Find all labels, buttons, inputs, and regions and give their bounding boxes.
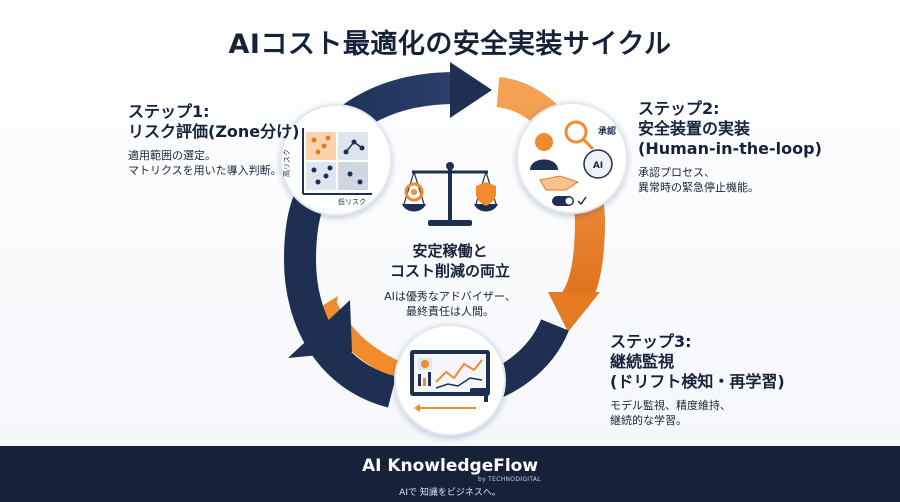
footer-by-line: by TECHNODIGITAL bbox=[478, 476, 541, 483]
step3-heading-line1: ステップ3: bbox=[610, 332, 692, 351]
step2-block: ステップ2: 安全装置の実装 (Human-in-the-loop) 承認プロセ… bbox=[638, 99, 858, 195]
svg-text:AI: AI bbox=[593, 161, 603, 171]
step1-heading-line2: リスク評価(Zone分け) bbox=[128, 122, 300, 141]
step1-description: 適用範囲の選定。 マトリクスを用いた導入判断。 bbox=[128, 148, 318, 178]
step1-desc-line2: マトリクスを用いた導入判断。 bbox=[128, 164, 282, 177]
cycle-diagram: 高リスク 低リスク AI 承認 bbox=[280, 62, 628, 436]
step3-heading-line2: 継続監視 bbox=[610, 352, 675, 371]
step2-heading-line3: (Human-in-the-loop) bbox=[638, 139, 822, 158]
step3-desc-line1: モデル監視、精度維持、 bbox=[610, 399, 731, 412]
step3-desc-line2: 継続的な学習。 bbox=[610, 414, 687, 427]
risk-matrix-icon bbox=[302, 128, 372, 195]
footer-tagline: AIで 知識をビジネスへ。 bbox=[399, 488, 501, 498]
monitoring-dashboard-icon bbox=[410, 350, 490, 412]
cycle-arrow-left bbox=[283, 178, 397, 408]
footer-brand: AI KnowledgeFlow bbox=[361, 456, 539, 476]
step2-description: 承認プロセス、 異常時の緊急停止機能。 bbox=[638, 165, 858, 195]
center-desc-line1: AIは優秀なアドバイザー、 bbox=[384, 290, 516, 303]
page-title: AIコスト最適化の安全実装サイクル bbox=[228, 29, 672, 60]
center-heading-line1: 安定稼働と bbox=[412, 242, 488, 260]
footer-bar: AI KnowledgeFlow by TECHNODIGITAL AIで 知識… bbox=[0, 446, 900, 502]
center-description: AIは優秀なアドバイザー、 最終責任は人間。 bbox=[350, 289, 550, 319]
step2-desc-line2: 異常時の緊急停止機能。 bbox=[638, 181, 759, 194]
step1-desc-line1: 適用範囲の選定。 bbox=[128, 149, 216, 162]
step3-block: ステップ3: 継続監視 (ドリフト検知・再学習) モデル監視、精度維持、 継続的… bbox=[610, 332, 810, 428]
risk-axis-x-label: 低リスク bbox=[338, 197, 366, 206]
center-heading-line2: コスト削減の両立 bbox=[389, 262, 510, 280]
step2-heading-line2: 安全装置の実装 bbox=[638, 119, 751, 138]
human-in-the-loop-icon: AI bbox=[530, 120, 613, 206]
step3-description: モデル監視、精度維持、 継続的な学習。 bbox=[610, 398, 810, 428]
step1-heading-line1: ステップ1: bbox=[128, 102, 210, 121]
risk-axis-y-label: 高リスク bbox=[282, 149, 291, 177]
step1-block: ステップ1: リスク評価(Zone分け) 適用範囲の選定。 マトリクスを用いた導… bbox=[128, 102, 318, 178]
step3-heading-line3: (ドリフト検知・再学習) bbox=[610, 372, 785, 391]
step2-heading-line1: ステップ2: bbox=[638, 99, 720, 118]
center-desc-line2: 最終責任は人間。 bbox=[406, 305, 494, 318]
step2-desc-line1: 承認プロセス、 bbox=[638, 166, 715, 179]
center-message: 安定稼働と コスト削減の両立 AIは優秀なアドバイザー、 最終責任は人間。 bbox=[350, 241, 550, 319]
balance-scale-icon bbox=[402, 162, 498, 226]
approval-badge: 承認 bbox=[598, 125, 616, 137]
